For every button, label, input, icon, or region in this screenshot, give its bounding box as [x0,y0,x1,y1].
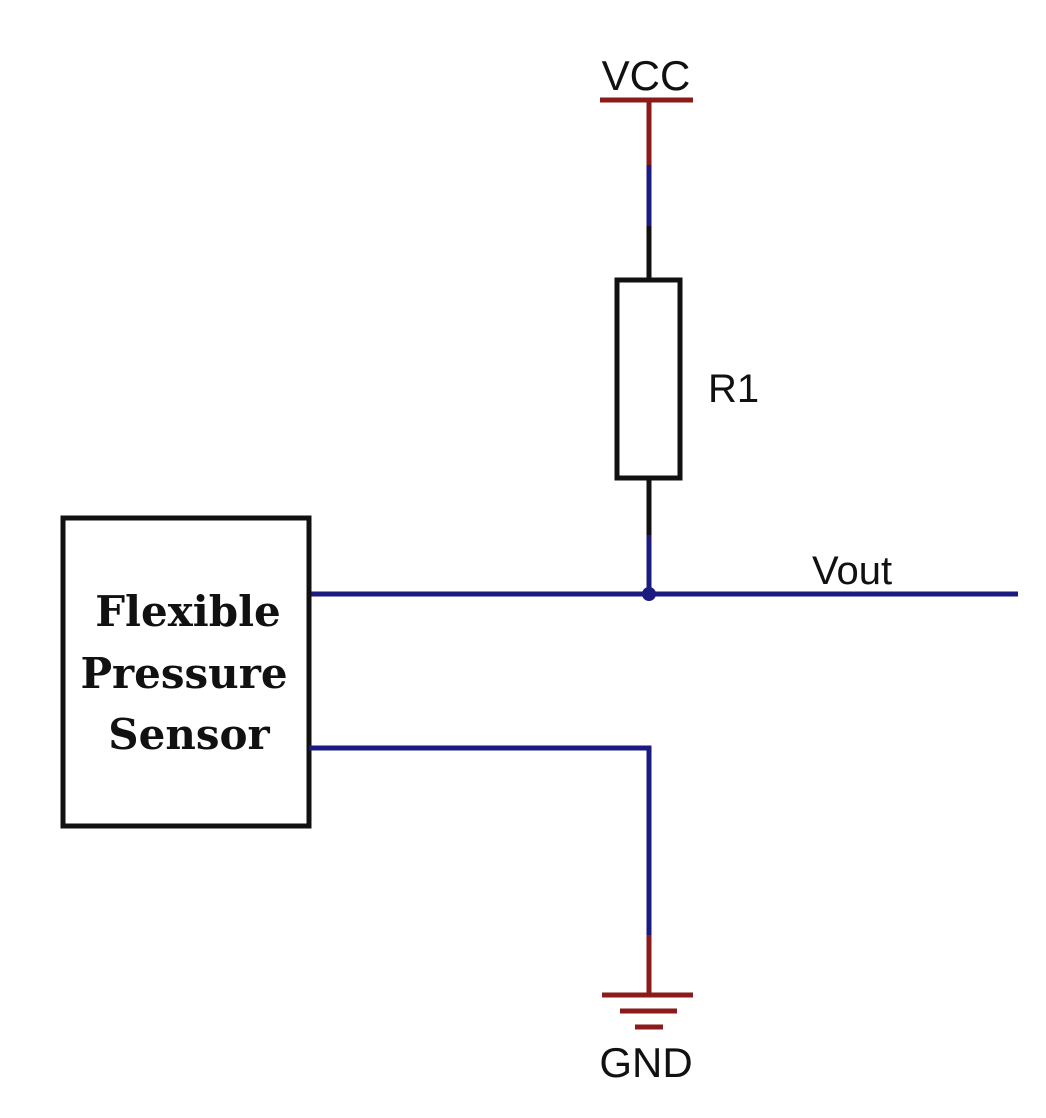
vcc-symbol: VCC [600,52,693,165]
sensor-body [60,515,312,829]
sensor-label-line-1: Flexible [95,587,281,636]
junction-node [642,587,656,601]
vout-label: Vout [812,549,892,593]
vcc-label: VCC [602,52,691,99]
resistor-r1: R1 [614,226,759,535]
gnd-label: GND [599,1039,692,1086]
gnd-symbol: GND [599,935,693,1086]
r1-body [614,277,683,481]
r1-label: R1 [708,367,759,411]
sensor-label-line-3: Sensor [108,710,270,759]
wire-sensor-gnd [309,745,652,935]
sensor-label-line-2: Pressure [80,649,287,698]
pressure-sensor: Flexible Pressure Sensor [60,515,312,829]
